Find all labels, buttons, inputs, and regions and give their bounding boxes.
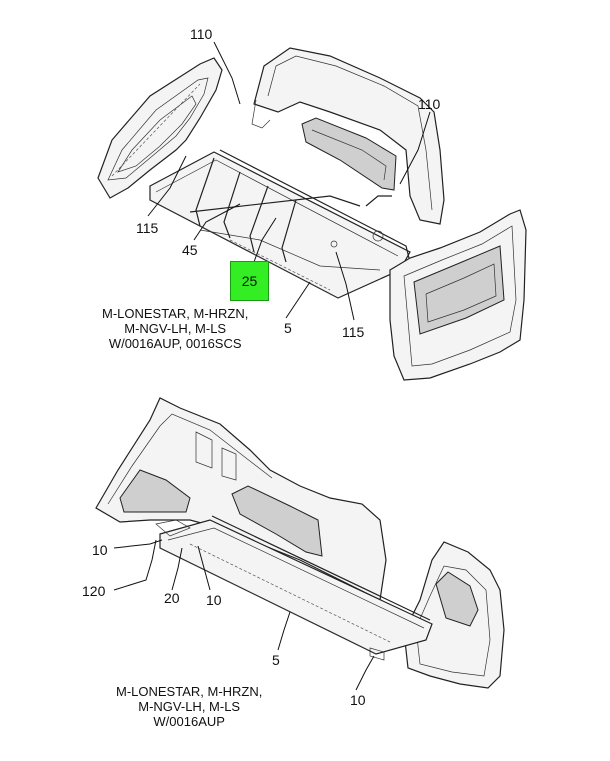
bottom-caption-line-2: M-NGV-LH, M-LS [138, 699, 241, 714]
callout-45: 45 [182, 242, 198, 258]
top-assembly-view [97, 47, 527, 381]
top-view-caption: M-LONESTAR, M-HRZN, M-NGV-LH, M-LS W/001… [102, 306, 248, 351]
callout-115-left: 115 [136, 220, 159, 236]
bottom-view-caption: M-LONESTAR, M-HRZN, M-NGV-LH, M-LS W/001… [116, 684, 262, 729]
bottom-caption-line-3: W/0016AUP [153, 714, 225, 729]
rear-window-recess [301, 117, 397, 191]
callout-110-top-left: 110 [190, 26, 213, 42]
bottom-assembly-view [95, 397, 505, 689]
top-leader-lines [147, 41, 431, 321]
lower-center-pocket [231, 485, 323, 557]
right-panel-pocket [413, 245, 505, 335]
callout-25: 25 [241, 273, 258, 289]
top-caption-line-3: W/0016AUP, 0016SCS [108, 336, 242, 351]
callout-120: 120 [82, 583, 106, 599]
callout-10-bottom: 10 [350, 692, 366, 708]
top-caption-line-1: M-LONESTAR, M-HRZN, [102, 306, 249, 321]
callout-20: 20 [164, 590, 180, 606]
callout-110-top-right: 110 [418, 96, 441, 112]
callout-5-bottom: 5 [272, 652, 280, 668]
bottom-leader-lines [113, 539, 375, 691]
callout-115-right: 115 [342, 324, 365, 340]
callout-25-highlight[interactable]: 25 [230, 261, 269, 301]
callout-10-mid: 10 [206, 592, 222, 608]
left-cab-panel [97, 57, 223, 199]
callout-5-top: 5 [284, 320, 292, 336]
bottom-caption-line-1: M-LONESTAR, M-HRZN, [116, 684, 263, 699]
rear-wall-top [253, 47, 445, 225]
top-caption-line-2: M-NGV-LH, M-LS [124, 321, 227, 336]
lower-left-pocket [119, 469, 191, 513]
lower-right-pocket [435, 571, 479, 627]
callout-10-left: 10 [92, 542, 108, 558]
